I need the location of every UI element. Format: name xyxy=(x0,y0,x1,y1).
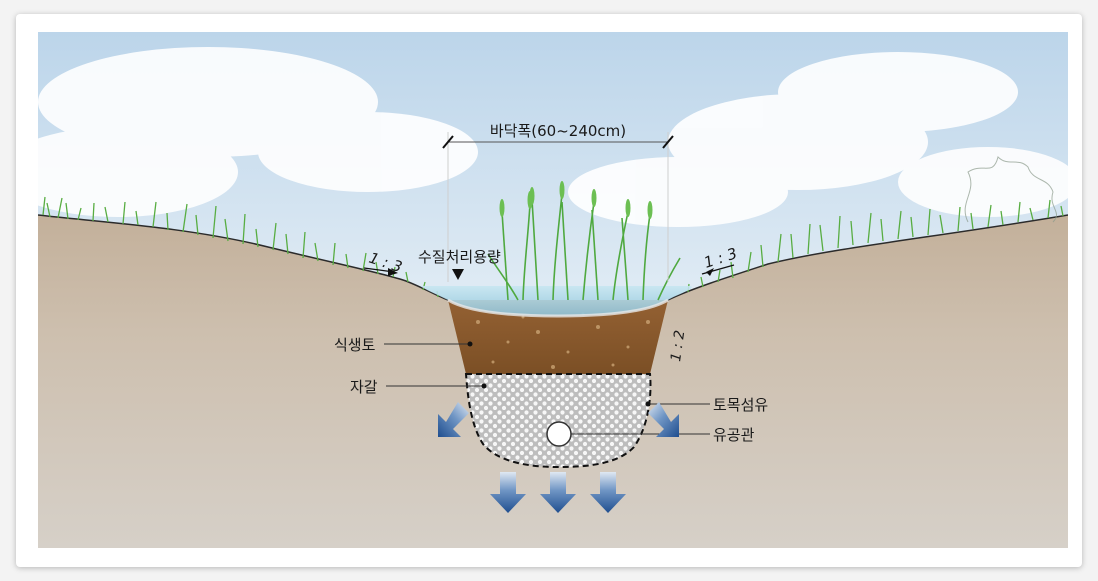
clouds xyxy=(38,47,1068,227)
topsoil-leader-dot-icon xyxy=(467,341,473,347)
left-bank-line xyxy=(38,214,449,301)
geotextile-label: 토목섬유 xyxy=(713,396,768,414)
tick-left xyxy=(442,135,454,149)
gravel-layer xyxy=(464,373,652,469)
water-level-marker-icon xyxy=(452,269,464,280)
down-arrow-icon xyxy=(590,472,626,513)
soil-specks xyxy=(476,312,650,369)
shrub xyxy=(964,156,1058,223)
down-arrow-icon xyxy=(540,472,576,513)
water-edge xyxy=(447,298,669,318)
reed-heads xyxy=(499,181,653,219)
water xyxy=(420,286,692,316)
swale-cross-section: 바닥폭(60~240cm) 수질처리용량 1 : 3 1 : 3 1 : 2 식… xyxy=(38,32,1068,548)
topsoil-label: 식생토 xyxy=(334,336,376,354)
topsoil-layer xyxy=(448,300,668,374)
gravel-label: 자갈 xyxy=(350,378,378,396)
reeds xyxy=(487,193,681,301)
diagonal-arrow-icon xyxy=(438,402,469,437)
perforated-pipe xyxy=(546,421,572,447)
pipe-label: 유공관 xyxy=(713,426,755,444)
infiltration-arrows xyxy=(438,402,679,513)
diagonal-arrow-icon xyxy=(648,402,679,437)
cross-section-svg: 바닥폭(60~240cm) 수질처리용량 1 : 3 1 : 3 1 : 2 식… xyxy=(38,32,1068,548)
gravel-leader-dot-icon xyxy=(481,383,487,389)
geotextile-leader-dot-icon xyxy=(645,401,651,407)
bottom-width-label: 바닥폭(60~240cm) xyxy=(490,122,626,140)
water-capacity-label: 수질처리용량 xyxy=(418,248,501,266)
right-bank-line xyxy=(667,214,1068,301)
left-slope-arrow-icon xyxy=(388,268,398,276)
down-arrow-icon xyxy=(490,472,526,513)
trench-side-slope: 1 : 2 xyxy=(668,329,688,362)
right-slope-arrow-icon xyxy=(706,268,714,276)
tick-right xyxy=(662,135,674,149)
